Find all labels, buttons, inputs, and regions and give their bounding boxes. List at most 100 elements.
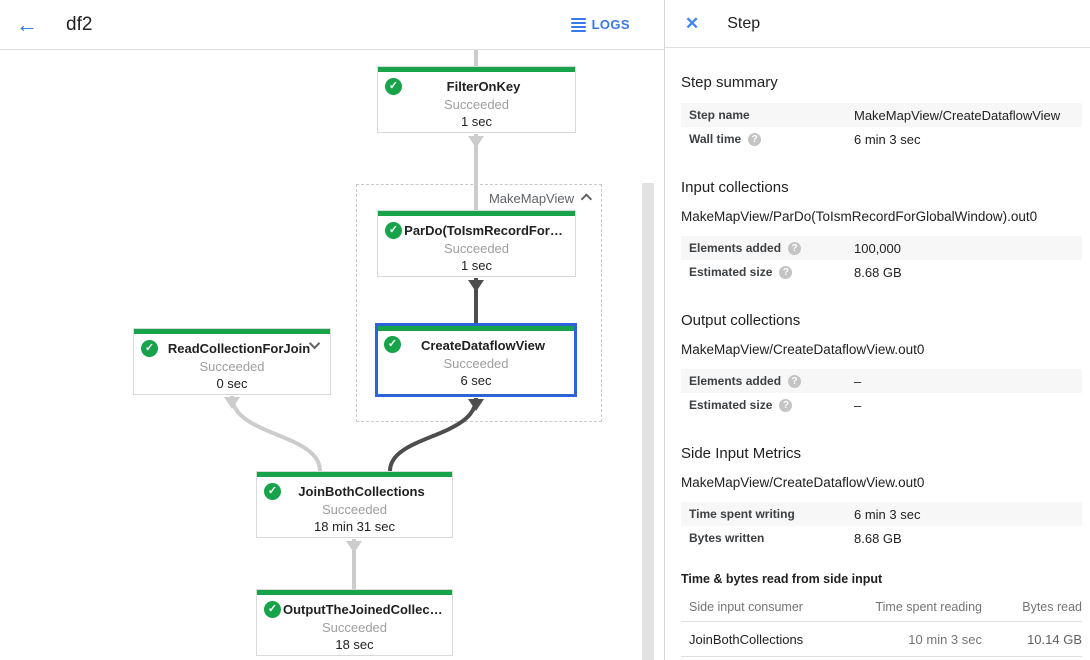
column-header: Side input consumer <box>681 592 857 622</box>
node-status: Succeeded <box>321 502 388 517</box>
section-heading: Side Input Metrics <box>681 445 802 462</box>
metric-row: Elements added – <box>681 369 1082 393</box>
node-status-bar <box>378 211 575 216</box>
help-icon[interactable] <box>779 265 793 279</box>
metric-row: Estimated size – <box>681 393 1082 417</box>
metric-value: 8.68 GB <box>854 264 902 280</box>
help-icon[interactable] <box>779 398 793 412</box>
success-check-icon: ✓ <box>385 222 402 239</box>
metric-row: Wall time 6 min 3 sec <box>681 127 1082 151</box>
step-panel-body: Step summary Step name MakeMapView/Creat… <box>665 48 1090 660</box>
node-time: 1 sec <box>460 114 493 129</box>
section-side-input-metrics: Side Input Metrics MakeMapView/CreateDat… <box>681 445 1082 657</box>
metric-label: Time spent writing <box>689 507 795 521</box>
node-title: OutputTheJoinedCollec… <box>283 602 443 617</box>
logs-list-icon <box>570 16 586 34</box>
node-time: 6 sec <box>460 373 492 388</box>
metric-row: Step name MakeMapView/CreateDataflowView <box>681 103 1082 127</box>
graph-header: ← df2 LOGS <box>0 0 664 50</box>
metric-value: 100,000 <box>854 240 901 256</box>
graph-edges <box>224 50 484 589</box>
node-time: 1 sec <box>460 258 493 273</box>
metric-value: 6 min 3 sec <box>854 131 921 147</box>
node-status: Succeeded <box>443 356 509 371</box>
node-title: CreateDataflowView <box>420 338 546 353</box>
section-output-collections: Output collections MakeMapView/CreateDat… <box>681 312 1082 417</box>
node-status-bar <box>134 329 330 334</box>
collection-name: MakeMapView/CreateDataflowView.out0 <box>681 342 925 357</box>
group-makemapview-header[interactable]: MakeMapView <box>488 191 593 206</box>
section-heading: Input collections <box>681 179 789 196</box>
side-input-table-heading: Time & bytes read from side input <box>681 572 883 586</box>
graph-node-filteronkey[interactable]: ✓ FilterOnKey Succeeded 1 sec <box>377 66 576 133</box>
node-title: JoinBothCollections <box>298 484 425 499</box>
node-time: 18 min 31 sec <box>314 519 395 534</box>
success-check-icon: ✓ <box>385 78 402 95</box>
graph-node-readcollectionforjoin[interactable]: ✓ ReadCollectionForJoin Succeeded 0 sec <box>133 328 331 395</box>
metric-label: Step name <box>689 108 750 122</box>
success-check-icon: ✓ <box>264 483 281 500</box>
metric-label: Bytes written <box>689 531 765 545</box>
job-title: df2 <box>66 13 93 35</box>
side-input-consumer-cell: JoinBothCollections <box>681 621 857 657</box>
bytes-read-cell: 10.14 GB <box>982 621 1082 657</box>
metric-value: – <box>854 397 862 413</box>
side-input-table: Side input consumer Time spent reading B… <box>681 592 1082 657</box>
metric-label: Wall time <box>689 132 742 146</box>
node-status: Succeeded <box>199 359 265 374</box>
metric-row: Elements added 100,000 <box>681 236 1082 260</box>
table-header-row: Side input consumer Time spent reading B… <box>681 592 1082 622</box>
column-header: Bytes read <box>982 592 1082 622</box>
node-status-bar <box>257 590 452 595</box>
graph-node-pardo-toismrecord[interactable]: ✓ ParDo(ToIsmRecordFor… Succeeded 1 sec <box>377 210 576 277</box>
graph-node-joinbothcollections[interactable]: ✓ JoinBothCollections Succeeded 18 min 3… <box>256 471 453 538</box>
metric-label: Elements added <box>689 374 782 388</box>
success-check-icon: ✓ <box>384 336 401 353</box>
collection-name: MakeMapView/CreateDataflowView.out0 <box>681 475 925 490</box>
metric-row: Time spent writing 6 min 3 sec <box>681 502 1082 526</box>
graph-vertical-scrollbar[interactable] <box>642 183 654 660</box>
close-icon[interactable]: ✕ <box>685 13 700 33</box>
graph-canvas: MakeMapView ✓ FilterOnKey <box>0 50 664 660</box>
node-title: FilterOnKey <box>446 79 521 94</box>
node-status: Succeeded <box>443 97 510 112</box>
node-status-bar <box>257 472 452 477</box>
metric-row: Estimated size 8.68 GB <box>681 260 1082 284</box>
group-label: MakeMapView <box>488 191 574 206</box>
table-row: JoinBothCollections 10 min 3 sec 10.14 G… <box>681 621 1082 657</box>
column-header: Time spent reading <box>857 592 982 622</box>
node-title: ReadCollectionForJoin <box>167 341 311 356</box>
step-details-panel: ✕ Step Step summary Step name MakeMapVie… <box>664 0 1090 660</box>
pipeline-graph-pane: ← df2 LOGS MakeMapView <box>0 0 664 660</box>
metric-row: Bytes written 8.68 GB <box>681 526 1082 550</box>
metric-label: Elements added <box>689 241 782 255</box>
metric-value: – <box>854 373 862 389</box>
node-status-bar <box>378 326 574 331</box>
metric-label: Estimated size <box>689 265 773 279</box>
logs-button[interactable]: LOGS <box>570 16 630 34</box>
metric-label: Estimated size <box>689 398 773 412</box>
step-panel-header: ✕ Step <box>665 0 1090 48</box>
success-check-icon: ✓ <box>264 601 281 618</box>
graph-node-createdataflowview-selected[interactable]: ✓ CreateDataflowView Succeeded 6 sec <box>375 323 577 397</box>
help-icon[interactable] <box>788 241 802 255</box>
help-icon[interactable] <box>788 374 802 388</box>
help-icon[interactable] <box>748 132 762 146</box>
node-time: 0 sec <box>216 376 248 391</box>
collection-name: MakeMapView/ParDo(ToIsmRecordForGlobalWi… <box>681 209 1038 224</box>
success-check-icon: ✓ <box>141 340 158 357</box>
node-status: Succeeded <box>321 620 388 635</box>
metric-value: MakeMapView/CreateDataflowView <box>854 107 1061 123</box>
back-arrow-icon[interactable]: ← <box>16 11 38 37</box>
node-status-bar <box>378 67 575 72</box>
section-heading: Output collections <box>681 312 801 329</box>
section-input-collections: Input collections MakeMapView/ParDo(ToIs… <box>681 179 1082 284</box>
time-spent-reading-cell: 10 min 3 sec <box>857 621 982 657</box>
graph-node-outputthejoinedcollection[interactable]: ✓ OutputTheJoinedCollec… Succeeded 18 se… <box>256 589 453 656</box>
node-time: 18 sec <box>335 637 374 652</box>
logs-button-label: LOGS <box>591 17 630 32</box>
section-step-summary: Step summary Step name MakeMapView/Creat… <box>681 74 1082 151</box>
step-panel-title: Step <box>727 14 761 32</box>
group-makemapview: MakeMapView <box>356 184 602 422</box>
